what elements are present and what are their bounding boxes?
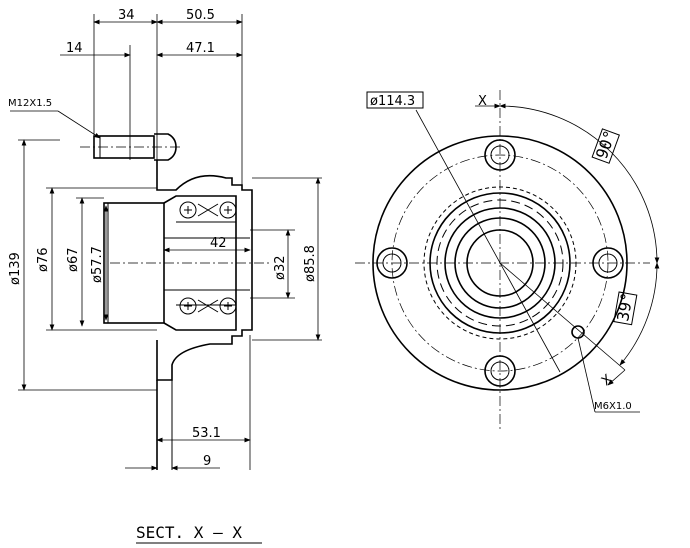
dim-dia-76: ø76 xyxy=(36,248,51,273)
dim-42: 42 xyxy=(210,236,227,251)
dim-53-1: 53.1 xyxy=(192,426,221,441)
bearing-balls xyxy=(179,201,237,315)
section-label: SECT. X – X xyxy=(136,523,242,542)
dim-dia-67: ø67 xyxy=(66,248,81,273)
dim-47-1: 47.1 xyxy=(186,41,215,56)
section-view xyxy=(10,14,322,471)
dim-dia-139: ø139 xyxy=(8,252,23,285)
dim-9: 9 xyxy=(203,454,211,469)
thread-stud-label: M12X1.5 xyxy=(8,98,52,109)
dim-14: 14 xyxy=(66,41,83,56)
thread-sensor-label: M6X1.0 xyxy=(594,401,632,412)
dim-34: 34 xyxy=(118,8,135,23)
angle-39: 39° xyxy=(613,291,637,323)
pcd-box xyxy=(366,91,424,109)
dim-50-5: 50.5 xyxy=(186,8,215,23)
section-mark-x-top: X xyxy=(478,94,487,109)
dim-dia-85-8: ø85.8 xyxy=(303,245,318,282)
dim-pcd: ø114.3 xyxy=(370,94,415,109)
dim-dia-57-7: ø57.7 xyxy=(90,246,105,283)
dim-dia-32: ø32 xyxy=(273,256,288,281)
front-view xyxy=(355,90,660,430)
